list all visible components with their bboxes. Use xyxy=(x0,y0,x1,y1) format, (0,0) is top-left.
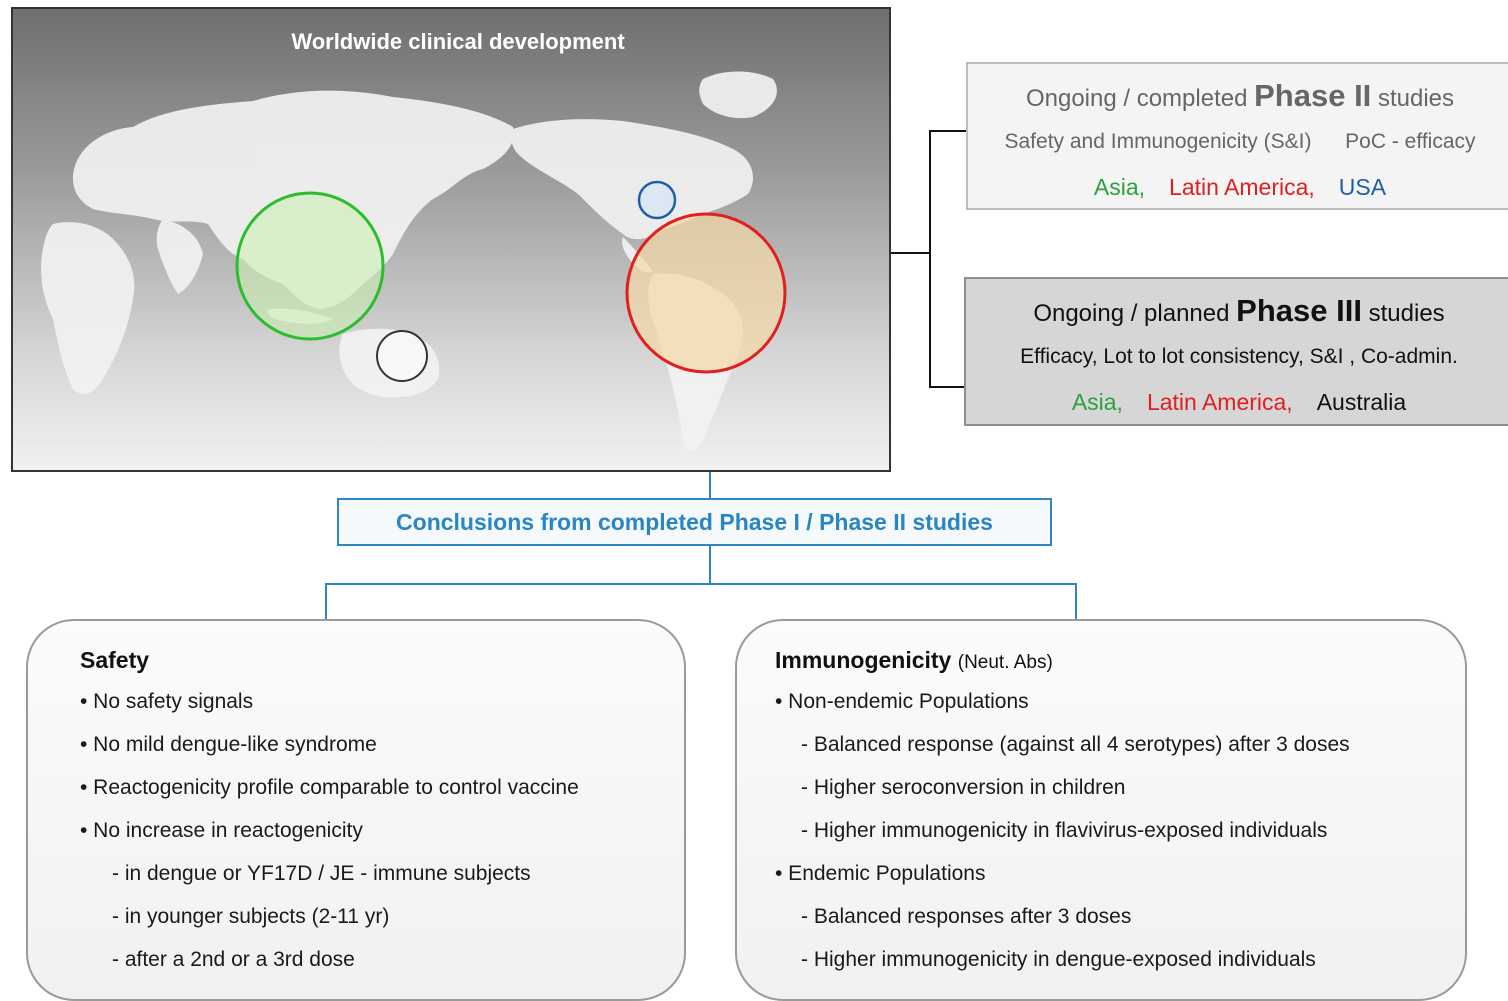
immunogenicity-item: • Non-endemic Populations xyxy=(775,690,1029,713)
usa-region-circle xyxy=(637,180,677,220)
connector-to-phase2 xyxy=(929,130,967,132)
immunogenicity-subitem: - Higher immunogenicity in flavivirus-ex… xyxy=(801,819,1328,842)
safety-item: • No increase in reactogenicity xyxy=(80,819,363,842)
immunogenicity-subitem: - Higher seroconversion in children xyxy=(801,776,1126,799)
connector-to-safety xyxy=(325,583,327,620)
connector-to-phase3 xyxy=(929,386,965,388)
phase2-subtitle-right: PoC - efficacy xyxy=(1345,130,1476,153)
immunogenicity-item: • Endemic Populations xyxy=(775,862,986,885)
phase2-label: Phase II xyxy=(1254,78,1372,113)
map-title: Worldwide clinical development xyxy=(291,29,625,54)
immunogenicity-subitem: - Higher immunogenicity in dengue-expose… xyxy=(801,948,1316,971)
phase2-region-usa: USA xyxy=(1338,174,1387,200)
safety-subitem: - in younger subjects (2-11 yr) xyxy=(112,905,390,928)
north-america-landmass xyxy=(511,119,753,240)
safety-panel: Safety • No safety signals • No mild den… xyxy=(26,619,686,1001)
safety-item: • No safety signals xyxy=(80,690,254,713)
phase3-studies-box: Ongoing / planned Phase III studies Effi… xyxy=(964,277,1508,426)
conclusions-box: Conclusions from completed Phase I / Pha… xyxy=(337,498,1052,546)
phase2-subtitle: Safety and Immunogenicity (S&I) PoC - ef… xyxy=(968,130,1508,154)
phase3-suffix: studies xyxy=(1368,300,1445,327)
immunogenicity-heading: Immunogenicity (Neut. Abs) xyxy=(775,647,1053,674)
phase2-suffix: studies xyxy=(1377,85,1455,112)
africa-landmass xyxy=(41,222,135,395)
connector-to-immunogenicity xyxy=(1075,583,1077,620)
phase3-subtitle: Efficacy, Lot to lot consistency, S&I , … xyxy=(1020,345,1458,368)
safety-heading: Safety xyxy=(80,647,150,673)
phase3-region-australia: Australia xyxy=(1316,389,1407,415)
safety-item: • Reactogenicity profile comparable to c… xyxy=(80,776,579,799)
safety-subitem: - in dengue or YF17D / JE - immune subje… xyxy=(112,862,531,885)
asia-region-circle xyxy=(235,191,385,341)
phase3-prefix: Ongoing / planned xyxy=(1033,300,1230,327)
greenland-landmass xyxy=(699,71,777,119)
phase2-regions: Asia, Latin America, USA xyxy=(968,174,1508,201)
phase2-subtitle-left: Safety and Immunogenicity (S&I) xyxy=(1004,130,1312,153)
latin-america-region-circle xyxy=(625,212,787,374)
australia-region-circle xyxy=(376,330,428,382)
immunogenicity-subitem: - Balanced responses after 3 doses xyxy=(801,905,1132,928)
phase2-region-asia: Asia, xyxy=(1093,174,1146,200)
connector-branch-horizontal xyxy=(325,583,1077,585)
safety-subitem: - after a 2nd or a 3rd dose xyxy=(112,948,355,971)
phase3-title: Ongoing / planned Phase III studies xyxy=(966,293,1508,329)
connector-phase-vertical xyxy=(929,130,931,388)
connector-conclusions-down xyxy=(709,546,711,585)
immunogenicity-subitem: - Balanced response (against all 4 serot… xyxy=(801,733,1350,756)
phase2-prefix: Ongoing / completed xyxy=(1025,85,1248,112)
safety-item: • No mild dengue-like syndrome xyxy=(80,733,377,756)
world-map-panel: Worldwide clinical development xyxy=(11,7,891,472)
phase3-region-asia: Asia, xyxy=(1071,389,1123,415)
world-map xyxy=(41,71,787,451)
connector-map-to-phases xyxy=(891,252,931,254)
phase2-title: Ongoing / completed Phase II studies xyxy=(968,78,1508,114)
immunogenicity-note: (Neut. Abs) xyxy=(957,652,1053,673)
phase3-regions: Asia, Latin America, Australia xyxy=(966,389,1508,416)
connector-map-to-conclusions xyxy=(709,472,711,499)
immunogenicity-panel: Immunogenicity (Neut. Abs) • Non-endemic… xyxy=(735,619,1467,1001)
phase2-studies-box: Ongoing / completed Phase II studies Saf… xyxy=(966,62,1508,210)
india-landmass xyxy=(156,219,203,294)
phase3-region-latin-america: Latin America, xyxy=(1146,389,1293,415)
immunogenicity-heading-text: Immunogenicity xyxy=(775,647,952,673)
phase3-label: Phase III xyxy=(1236,293,1362,328)
phase2-region-latin-america: Latin America, xyxy=(1169,174,1315,200)
